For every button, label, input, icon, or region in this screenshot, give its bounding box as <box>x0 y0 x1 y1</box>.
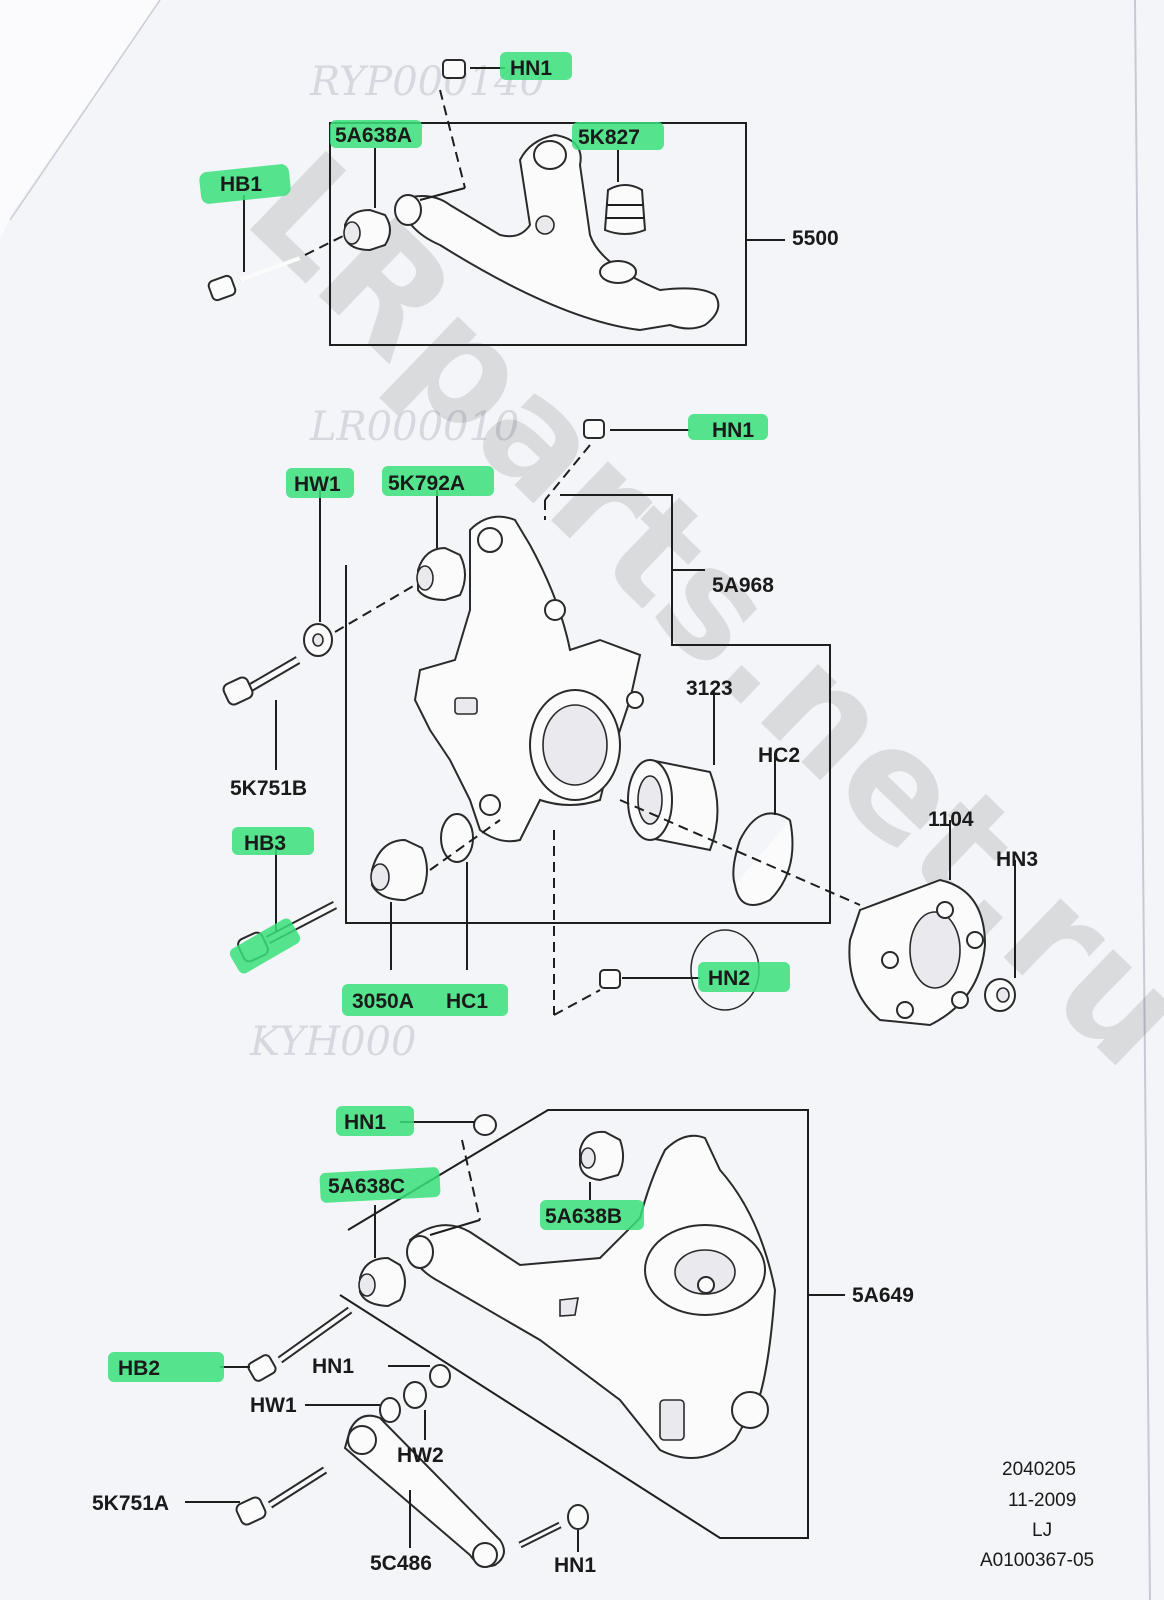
label-3123: 3123 <box>686 677 733 700</box>
upper-arm-box <box>329 122 747 346</box>
label-hn1-bot2: HN1 <box>554 1554 596 1577</box>
label-hc1: HC1 <box>446 990 488 1013</box>
label-hn1-mid: HN1 <box>712 419 754 442</box>
footer-code: 2040205 <box>1002 1459 1076 1480</box>
label-5k751a: 5K751A <box>92 1492 169 1515</box>
highlight <box>500 52 572 80</box>
label-hb3: HB3 <box>244 832 286 855</box>
circlip-hc1 <box>440 813 474 863</box>
highlight <box>342 984 508 1016</box>
label-3050a: 3050A <box>352 990 414 1013</box>
washer-hw1-bot <box>379 1397 401 1423</box>
highlight <box>319 1167 441 1203</box>
bolt-5k751b <box>222 676 254 706</box>
label-5a638c: 5A638C <box>328 1175 405 1198</box>
highlight <box>229 918 301 974</box>
label-5k827: 5K827 <box>578 126 640 149</box>
label-5500: 5500 <box>792 227 839 250</box>
lower-arm-box <box>339 1109 809 1539</box>
circlip-hc2 <box>734 819 794 906</box>
label-1104: 1104 <box>928 808 974 831</box>
label-hn2: HN2 <box>708 967 750 990</box>
label-5k792a: 5K792A <box>388 472 465 495</box>
handwriting-3: KYH000 <box>249 1019 416 1065</box>
highlight <box>108 1352 224 1382</box>
footer-ref: A0100367-05 <box>980 1550 1094 1571</box>
label-hc2: HC2 <box>758 744 800 767</box>
label-5a649: 5A649 <box>852 1284 914 1307</box>
handwriting-2: LR000010 <box>309 404 519 450</box>
label-hw1-mid: HW1 <box>294 473 341 496</box>
label-hw1-bot: HW1 <box>250 1394 297 1417</box>
upper-control-arm <box>398 133 720 332</box>
highlight <box>336 1106 414 1136</box>
highlight <box>286 468 354 498</box>
label-5a968: 5A968 <box>712 574 774 597</box>
knuckle-box <box>345 494 831 924</box>
highlight <box>698 962 790 992</box>
knuckle-group <box>222 419 1016 1027</box>
label-hb2: HB2 <box>118 1357 160 1380</box>
highlight <box>572 122 664 150</box>
lower-arm-group <box>185 1109 845 1568</box>
nut-hn1-bot2 <box>567 1504 589 1530</box>
label-5k751b: 5K751B <box>230 777 307 800</box>
dust-boot <box>603 184 647 235</box>
highlight <box>199 164 291 204</box>
bolt-hb2 <box>247 1354 277 1382</box>
watermark-text: LRparts.net.ru <box>215 121 1164 1100</box>
label-hn3: HN3 <box>996 848 1038 871</box>
label-hb1: HB1 <box>220 173 262 196</box>
label-5c486: 5C486 <box>370 1552 432 1575</box>
nut-hn1-bot1 <box>429 1364 451 1388</box>
label-hn1-top: HN1 <box>510 57 552 80</box>
label-5a638b: 5A638B <box>545 1205 622 1228</box>
diagram-footer: 2040205 11-2009 LJ A0100367-05 <box>980 1459 1094 1571</box>
highlight <box>540 1200 644 1230</box>
nut-hn1-low <box>473 1114 497 1136</box>
upper-arm-group <box>207 59 785 346</box>
nut-hn1-top <box>442 59 466 79</box>
label-hn1-bot1: HN1 <box>312 1355 354 1378</box>
highlight <box>382 466 494 496</box>
highlight <box>232 827 314 855</box>
label-hw2: HW2 <box>397 1444 444 1467</box>
bolt-5k751a <box>235 1496 267 1526</box>
nut-hn2 <box>599 969 621 989</box>
footer-date: 11-2009 <box>1008 1490 1076 1511</box>
highlight <box>330 120 422 148</box>
highlight <box>688 414 768 440</box>
label-hn1-low: HN1 <box>344 1111 386 1134</box>
footer-model: LJ <box>1032 1520 1052 1541</box>
bolt-hb1 <box>207 274 237 302</box>
watermark: LRparts.net.ru <box>215 121 1164 1100</box>
nut-hn1-mid <box>583 419 605 439</box>
washer-hw2 <box>403 1381 427 1409</box>
label-5a638a: 5A638A <box>335 124 412 147</box>
